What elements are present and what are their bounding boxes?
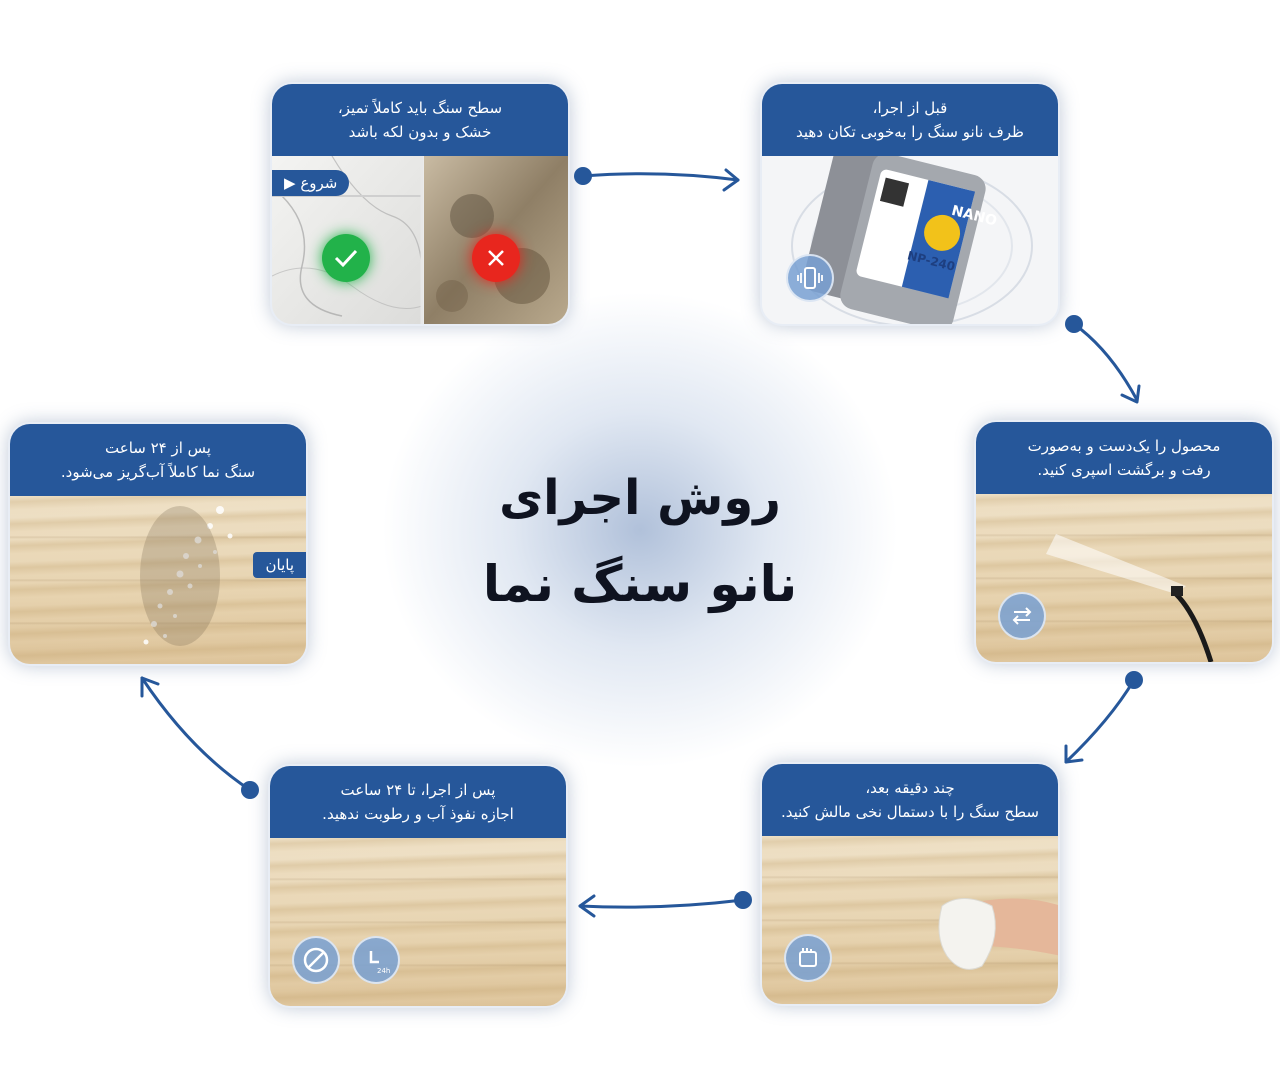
title-line-1: روش اجرای <box>499 470 781 526</box>
title-line-2: نانو سنگ نما <box>482 555 798 613</box>
x-icon <box>472 234 520 282</box>
end-tag-label: پایان <box>265 556 294 574</box>
step-card-4: چند دقیقه بعد، سطح سنگ را با دستمال نخی … <box>760 762 1060 1006</box>
phone-vibrate-icon <box>786 254 834 302</box>
step-text-line1: محصول را یک‌دست و به‌صورت <box>1027 437 1221 455</box>
step-header: محصول را یک‌دست و به‌صورت رفت و برگشت اس… <box>976 422 1272 494</box>
step-text-line2: اجازه نفوذ آب و رطوبت ندهید. <box>322 805 514 823</box>
arrow-start-dot-3 <box>1125 671 1143 689</box>
arrow-2-to-3 <box>1072 322 1139 402</box>
step-header: سطح سنگ باید کاملاً تمیز، خشک و بدون لکه… <box>272 84 568 156</box>
step-photo <box>762 836 1058 1004</box>
arrow-5-to-6 <box>140 676 252 792</box>
step-header: پس از اجرا، تا ۲۴ ساعت اجازه نفوذ آب و ر… <box>270 766 566 838</box>
end-tag: پایان <box>253 552 306 578</box>
step-text-line2: ظرف نانو سنگ را به‌خوبی تکان دهید <box>796 123 1024 141</box>
swap-arrows-icon <box>998 592 1046 640</box>
play-icon: ▶ <box>284 174 296 192</box>
step-photo <box>10 496 306 664</box>
hand-wipe-icon <box>784 934 832 982</box>
arrow-4-to-5 <box>578 898 745 909</box>
step-header: پس از ۲۴ ساعت سنگ نما کاملاً آب‌گریز می‌… <box>10 424 306 496</box>
arrow-start-dot-4 <box>734 891 752 909</box>
step-text-line1: پس از ۲۴ ساعت <box>105 439 211 457</box>
arrow-start-dot-1 <box>574 167 592 185</box>
step-card-6: پس از ۲۴ ساعت سنگ نما کاملاً آب‌گریز می‌… <box>8 422 308 666</box>
step-text-line1: پس از اجرا، تا ۲۴ ساعت <box>340 781 496 799</box>
check-icon <box>322 234 370 282</box>
step-text-line2: خشک و بدون لکه باشد <box>348 123 492 141</box>
step-card-3: محصول را یک‌دست و به‌صورت رفت و برگشت اس… <box>974 420 1274 664</box>
arrow-1-to-2 <box>581 172 740 182</box>
step-text-line2: رفت و برگشت اسپری کنید. <box>1037 461 1211 479</box>
start-tag: شروع ▶ <box>272 170 350 196</box>
clock-24h-icon: 24h <box>352 936 400 984</box>
center-glow <box>380 290 900 770</box>
step-text-line1: چند دقیقه بعد، <box>865 779 955 797</box>
arrow-start-dot-2 <box>1065 315 1083 333</box>
step-text-line1: قبل از اجرا، <box>872 99 948 117</box>
step-photo: NANO NP-240 <box>762 145 1058 324</box>
step-photo <box>272 155 568 324</box>
start-tag-label: شروع <box>300 174 338 192</box>
step-card-2: قبل از اجرا، ظرف نانو سنگ را به‌خوبی تکا… <box>760 82 1060 326</box>
step-card-1: سطح سنگ باید کاملاً تمیز، خشک و بدون لکه… <box>270 82 570 326</box>
arrow-start-dot-5 <box>241 781 259 799</box>
step-header: قبل از اجرا، ظرف نانو سنگ را به‌خوبی تکا… <box>762 84 1058 156</box>
step-header: چند دقیقه بعد، سطح سنگ را با دستمال نخی … <box>762 764 1058 836</box>
clock-24h-label: 24h <box>377 967 390 975</box>
arrow-3-to-4 <box>1064 678 1136 764</box>
step-text-line1: سطح سنگ باید کاملاً تمیز، <box>337 99 503 117</box>
step-text-line2: سنگ نما کاملاً آب‌گریز می‌شود. <box>60 463 256 481</box>
step-card-5: پس از اجرا، تا ۲۴ ساعت اجازه نفوذ آب و ر… <box>268 764 568 1008</box>
step-text-line2: سطح سنگ را با دستمال نخی مالش کنید. <box>780 803 1040 821</box>
no-water-icon <box>292 936 340 984</box>
